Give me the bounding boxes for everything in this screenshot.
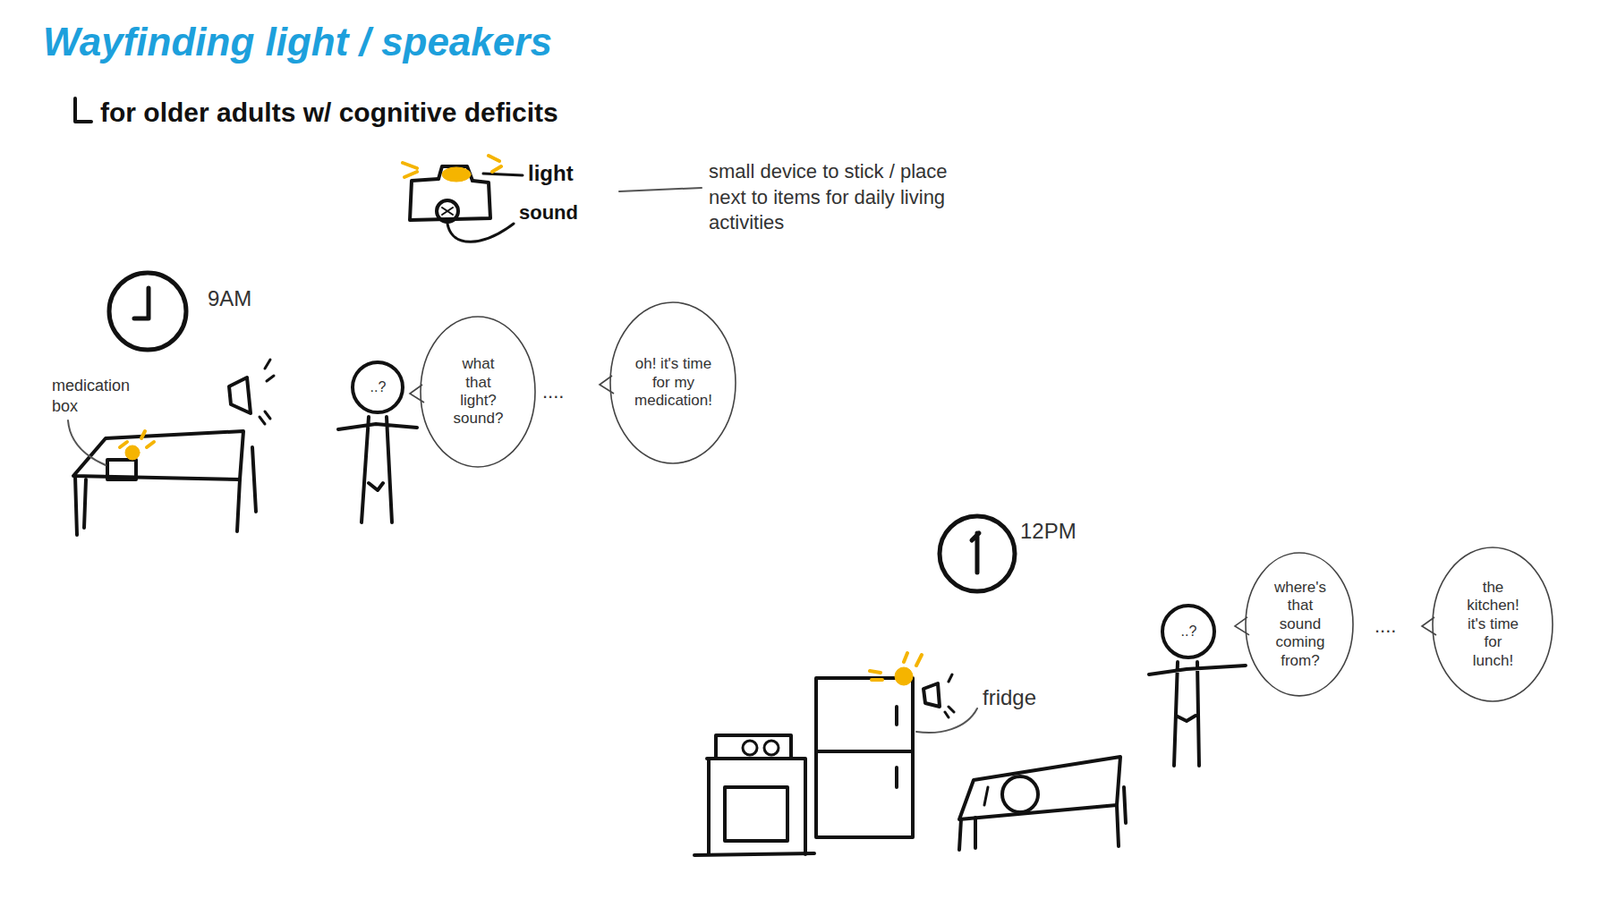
node-text-holder: ..?: [1180, 622, 1198, 640]
node-text: where's that sound coming from?: [1273, 578, 1328, 671]
fridge-leader: [916, 708, 978, 733]
part-label: medication box: [51, 375, 151, 418]
light-rays: [402, 155, 502, 178]
pause-dots: ....: [542, 379, 564, 406]
stove-top: [715, 735, 792, 759]
table-legs: [959, 787, 1126, 851]
bubble-tail: [1421, 617, 1437, 636]
node-text: what that light? sound?: [452, 355, 504, 429]
person-head: ..?: [1160, 604, 1217, 660]
person-body: [338, 417, 418, 523]
light-glow: [125, 445, 140, 460]
clock: [939, 516, 1015, 592]
speaker-sound: [259, 359, 274, 425]
table-top: [73, 431, 244, 480]
device-speaker: [436, 200, 459, 222]
node-text-holder: ..?: [369, 378, 387, 396]
clock-hands: [971, 533, 979, 573]
speaker-sound: [944, 674, 954, 718]
title: Wayfinding light / speakers: [42, 19, 553, 65]
bubble-tail: [1234, 617, 1250, 636]
bubble-tail: [599, 375, 614, 394]
light-rays: [869, 653, 922, 681]
thought-bubble: the kitchen! it's time for lunch!: [1430, 545, 1555, 704]
light-glow: [442, 167, 471, 182]
table-legs: [75, 447, 256, 536]
device-grille: [442, 207, 453, 215]
person-head: ..?: [350, 360, 405, 415]
sound-leader: [447, 223, 514, 242]
fridge-door: [817, 706, 911, 788]
table-top: [959, 757, 1121, 820]
light-rays: [119, 431, 154, 448]
part-label: light: [527, 159, 574, 188]
plate: [1002, 776, 1039, 813]
note: small device to stick / place next to it…: [708, 159, 978, 237]
node-text: oh! it's time for my medication!: [634, 355, 714, 410]
light-glow: [894, 667, 913, 686]
fridge: [816, 678, 913, 838]
outline: [1245, 553, 1354, 697]
node-text-holder: the kitchen! it's time for lunch!: [1466, 578, 1521, 671]
person-body: [1148, 662, 1246, 766]
outline: [610, 302, 736, 464]
device-leader: [619, 187, 702, 192]
oven-door: [724, 787, 788, 842]
sub-arrow: [75, 98, 92, 122]
part-label: fridge: [982, 683, 1037, 712]
subtitle: for older adults w/ cognitive deficits: [100, 94, 559, 130]
node-text-holder: where's that sound coming from?: [1273, 578, 1328, 671]
part-label: sound: [519, 200, 579, 227]
node-text: the kitchen! it's time for lunch!: [1466, 578, 1521, 671]
pause-dots: ....: [1374, 613, 1396, 640]
node-text-holder: oh! it's time for my medication!: [634, 355, 714, 410]
speaker: [923, 683, 940, 707]
speaker: [229, 377, 251, 414]
outline: [420, 316, 536, 468]
light-leader: [483, 173, 523, 176]
floor: [694, 853, 815, 856]
clock: [109, 272, 187, 350]
clock-hands: [134, 288, 149, 319]
node-text-holder: what that light? sound?: [452, 355, 504, 429]
bubble-tail: [409, 384, 425, 403]
outline: [1432, 547, 1553, 702]
node-text: ..?: [370, 378, 387, 396]
node-text: ..?: [1181, 622, 1198, 640]
time-label: 9AM: [207, 284, 252, 313]
time-label: 12PM: [1020, 517, 1077, 545]
med-leader: [68, 420, 106, 466]
outline: [352, 362, 403, 413]
stove-body: [706, 758, 806, 855]
outline: [1162, 605, 1215, 658]
thought-bubble: where's that sound coming from?: [1243, 551, 1355, 698]
thought-bubble: oh! it's time for my medication!: [608, 300, 738, 466]
device-top: [438, 166, 473, 181]
medication-box: [107, 459, 137, 480]
thought-bubble: what that light? sound?: [418, 314, 537, 469]
